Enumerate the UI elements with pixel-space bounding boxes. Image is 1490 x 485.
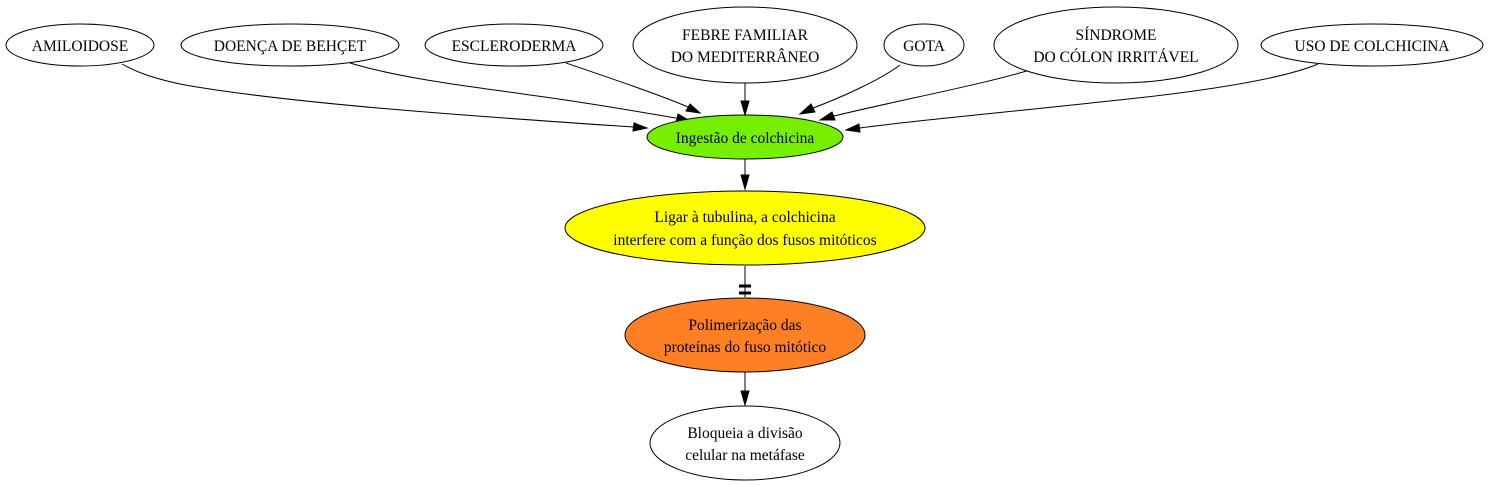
node-ligar-tubulina: Ligar à tubulina, a colchicina interfere…	[564, 190, 926, 266]
node-label: GOTA	[903, 38, 946, 55]
node-label-line-1: Bloqueia a divisão	[687, 425, 803, 442]
node-febre-familiar: FEBRE FAMILIAR DO MEDITERRÂNEO	[632, 6, 858, 84]
node-label-line-1: Ligar à tubulina, a colchicina	[654, 209, 835, 226]
arrowhead-icon	[740, 100, 750, 117]
node-label: AMILOIDOSE	[32, 38, 128, 55]
node-label-line-2: interfere com a função dos fusos mitótic…	[613, 232, 876, 249]
arrowhead-icon	[740, 390, 750, 407]
arrowhead-icon	[685, 103, 702, 114]
node-label-line-1: Polimerização das	[688, 317, 801, 334]
edge-uso-to-ingestao	[859, 63, 1319, 129]
node-label: DOENÇA DE BEHÇET	[214, 38, 367, 55]
node-label-line-2: DO CÓLON IRRITÁVEL	[1033, 49, 1198, 66]
node-amiloidose: AMILOIDOSE	[5, 23, 155, 67]
edge-escleroderma-to-ingestao	[565, 62, 689, 108]
node-label-line-2: celular na metáfase	[685, 447, 805, 464]
node-escleroderma: ESCLERODERMA	[424, 23, 604, 67]
node-polimerizacao: Polimerização das proteínas do fuso mitó…	[624, 297, 866, 373]
node-label: ESCLERODERMA	[452, 38, 578, 55]
edge-behcet-to-ingestao	[349, 62, 677, 119]
arrowhead-icon	[818, 111, 836, 121]
node-doenca-de-behcet: DOENÇA DE BEHÇET	[180, 23, 400, 67]
arrowhead-icon	[740, 174, 750, 191]
arrowhead-icon	[632, 122, 649, 132]
node-label-line-1: FEBRE FAMILIAR	[682, 27, 809, 44]
node-label-line-1: SÍNDROME	[1076, 27, 1157, 44]
node-label: Ingestão de colchicina	[676, 130, 815, 147]
edge-gota-to-ingestao	[812, 64, 901, 109]
node-uso-de-colchicina: USO DE COLCHICINA	[1260, 23, 1484, 67]
node-ingestao-de-colchicina: Ingestão de colchicina	[646, 114, 844, 160]
node-gota: GOTA	[883, 23, 965, 67]
node-bloqueia-divisao: Bloqueia a divisão celular na metáfase	[649, 405, 841, 481]
arrowhead-icon	[798, 103, 816, 115]
edge-colon-to-ingestao	[833, 69, 1031, 117]
node-label-line-2: DO MEDITERRÂNEO	[671, 49, 820, 66]
edge-amiloidose-to-ingestao	[121, 63, 634, 128]
node-label: USO DE COLCHICINA	[1295, 38, 1451, 55]
node-label-line-2: proteínas do fuso mitótico	[664, 339, 827, 356]
node-sindrome-colon: SÍNDROME DO CÓLON IRRITÁVEL	[993, 6, 1239, 84]
arrowhead-icon	[844, 123, 861, 133]
